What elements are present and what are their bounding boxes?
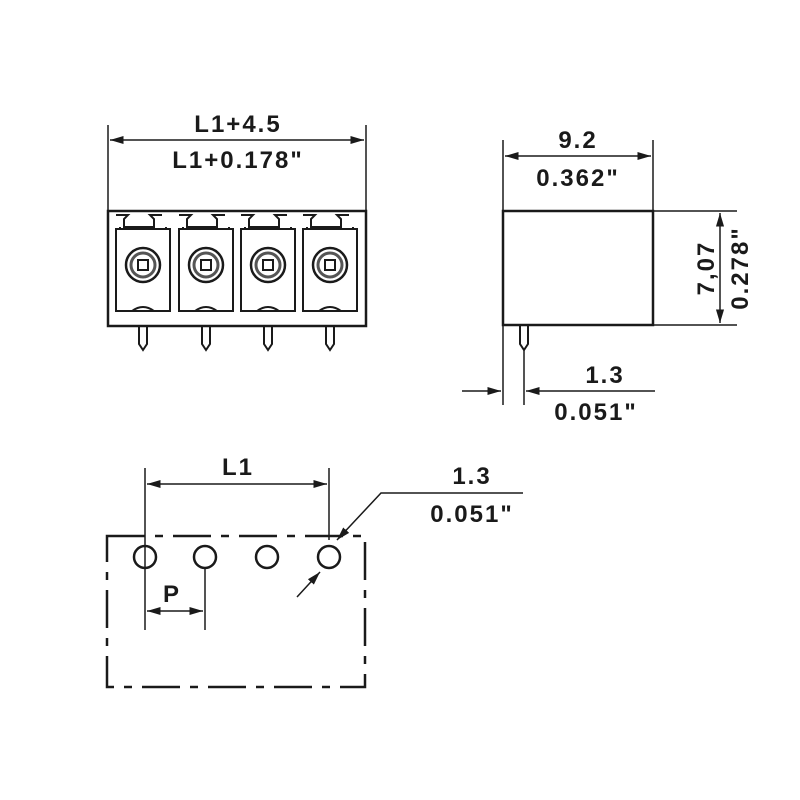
side-height-in: 0.278": [727, 226, 754, 309]
front-view: L1+4.5 L1+0.178": [106, 111, 368, 351]
side-width-mm: 9.2: [558, 127, 597, 154]
side-view: 9.2 0.362" 7,07 0.278" 1.3 0.051": [462, 127, 754, 426]
front-width-mm: L1+4.5: [194, 111, 281, 138]
side-height-mm: 7,07: [693, 241, 720, 296]
side-width-in: 0.362": [536, 165, 619, 192]
span-label: L1: [222, 454, 254, 481]
pin-offset-in: 0.051": [554, 399, 637, 426]
front-width-in: L1+0.178": [172, 147, 303, 174]
footprint-view: L1 P 1.3 0.051": [105, 454, 523, 689]
hole-dia-mm: 1.3: [452, 463, 491, 490]
pin-offset-mm: 1.3: [585, 362, 624, 389]
hole-dia-in: 0.051": [430, 501, 513, 528]
pitch-label: P: [163, 581, 181, 608]
